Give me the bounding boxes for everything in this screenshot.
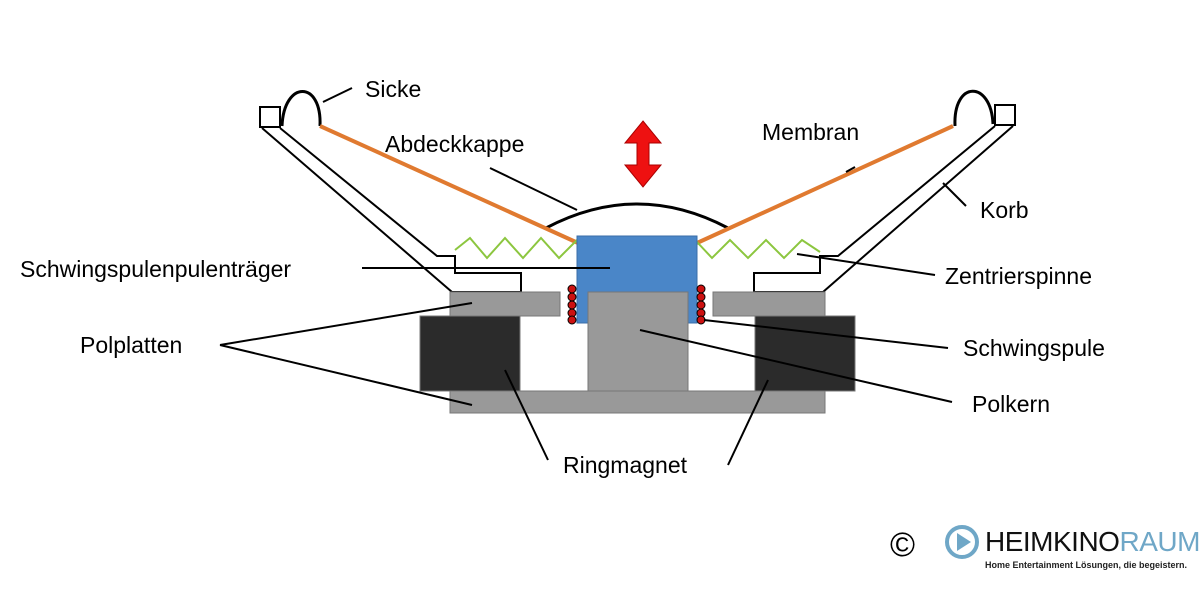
ring-magnet-left: [419, 315, 521, 392]
label-ringmagnet: Ringmagnet: [563, 452, 688, 478]
membrane-right: [696, 124, 954, 245]
label-zentrierspinne: Zentrierspinne: [945, 263, 1092, 289]
label-schwingspule: Schwingspule: [963, 335, 1105, 361]
membrane-left: [319, 124, 579, 245]
heimkinoraum-logo: HEIMKINORAUM Home Entertainment Lösungen…: [945, 524, 1200, 574]
spider-left: [454, 236, 578, 260]
surround-left: [280, 90, 322, 127]
dust-cap: [545, 202, 729, 230]
logo-wordmark: HEIMKINORAUM: [985, 526, 1200, 558]
logo-name-dark: HEIMKINO: [985, 526, 1120, 557]
pole-plate-bottom: [449, 390, 826, 414]
play-logo-icon: [945, 525, 979, 559]
voice-coil-left: [567, 284, 577, 325]
label-polplatten: Polplatten: [80, 332, 182, 358]
label-polkern: Polkern: [972, 391, 1050, 417]
logo-name-light: RAUM: [1119, 526, 1200, 557]
label-membran: Membran: [762, 119, 859, 145]
leader-lines: [219, 87, 967, 466]
spider-right: [696, 238, 821, 260]
label-korb: Korb: [980, 197, 1029, 223]
voice-coil-right: [696, 284, 706, 325]
surround-right: [953, 89, 995, 127]
label-schwingspulentraeger: Schwingspulenpulenträger: [20, 256, 291, 282]
movement-arrow-icon: [623, 120, 663, 188]
label-abdeckkappe: Abdeckkappe: [385, 131, 524, 157]
copyright-symbol: ©: [890, 526, 916, 564]
pole-plate-top-right: [712, 291, 826, 317]
pole-core: [587, 291, 689, 392]
label-sicke: Sicke: [365, 76, 421, 102]
logo-tagline: Home Entertainment Lösungen, die begeist…: [985, 560, 1188, 570]
